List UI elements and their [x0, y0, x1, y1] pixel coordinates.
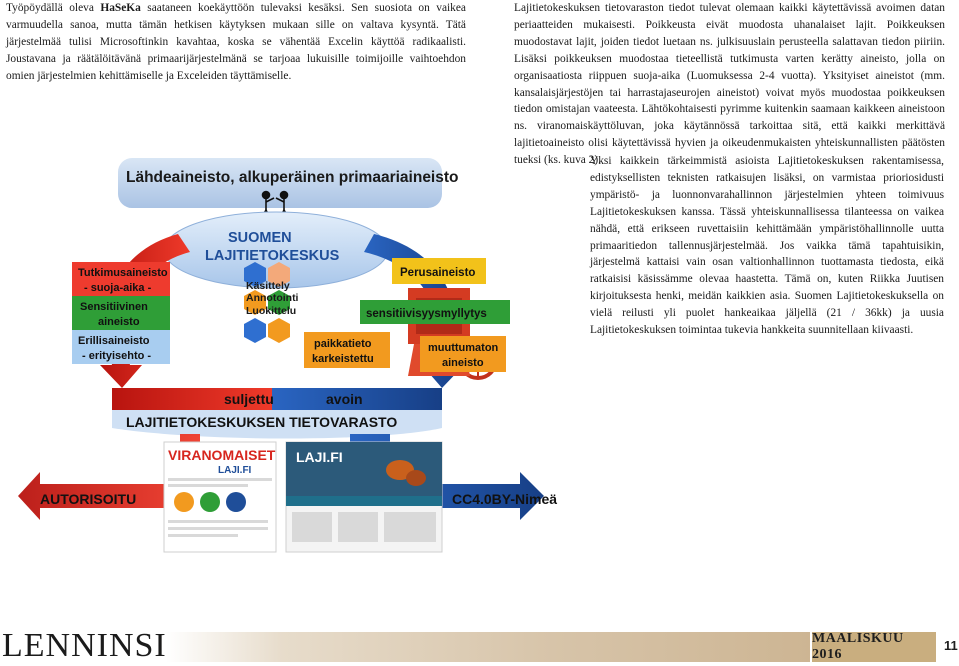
right-column-paragraph-bottom: Yksi kaikkein tärkeimmistä asioista Laji…: [590, 155, 944, 337]
bold-product-name: HaSeKa: [100, 2, 141, 14]
right-column-paragraph-top: Lajitietokeskuksen tietovaraston tiedot …: [514, 2, 945, 167]
autorisoitu-label: AUTORISOITU: [40, 491, 136, 507]
mylly-box: [360, 300, 510, 324]
hex-label-luokittelu: Luokittelu: [246, 305, 296, 317]
perusaineisto-box: [392, 258, 486, 284]
perusaineisto-label: Perusaineisto: [400, 267, 475, 279]
muuttumaton-box: [420, 336, 506, 372]
source-banner-label: Lähdeaineisto, alkuperäinen primaariaine…: [126, 169, 459, 186]
center-title-line1: SUOMEN: [228, 230, 292, 246]
tutkimusaineisto-box: [72, 262, 170, 296]
laji-fi-hero: [286, 442, 442, 496]
hex-label-annotointi: Annotointi: [246, 292, 299, 304]
avoin-label: avoin: [326, 391, 363, 407]
laji-fi-small-label: LAJI.FI: [218, 465, 252, 476]
varasto-label: LAJITIETOKESKUKSEN TIETOVARASTO: [126, 414, 397, 430]
autorisoitu-arrow: [18, 434, 200, 520]
text-run: saataneen koekäyttöön tulevaksi kesäksi.…: [6, 2, 466, 82]
laji-fi-big-label: LAJI.FI: [296, 449, 343, 465]
mylly-label: sensitiivisyysmyllytys: [366, 308, 487, 320]
left-column-paragraph: Työpöydällä oleva HaSeKa saataneen koekä…: [6, 0, 466, 85]
suljettu-label: suljettu: [224, 391, 274, 407]
muuttumaton-label: aineisto: [442, 357, 484, 369]
laji-fi-content-mock: [292, 512, 436, 542]
storage-band-blue: [272, 388, 442, 410]
left-box-label: Sensitiivinen: [80, 301, 148, 313]
cc-label: CC4.0BY-Nimeä: [452, 491, 557, 507]
left-box-label: - erityisehto -: [82, 350, 151, 362]
paikkatieto-box: [304, 332, 390, 368]
data-flow-diagram: Lähdeaineisto, alkuperäinen primaariaine…: [18, 158, 557, 553]
erillisaineisto-box: [72, 330, 170, 364]
left-box-label: aineisto: [98, 316, 140, 328]
hex-label-kasittely: Käsittely: [246, 280, 290, 292]
source-banner: [118, 158, 442, 208]
left-box-label: Tutkimusaineisto: [78, 267, 168, 279]
footer-band: [166, 632, 810, 662]
butterfly-icon: [386, 460, 426, 486]
left-box-label: - suoja-aika -: [84, 282, 152, 294]
muuttumaton-label: muuttumaton: [428, 342, 499, 354]
sensitiivinen-box: [72, 296, 170, 330]
viranomaiset-label: VIRANOMAISET: [168, 447, 276, 463]
issue-label: MAALISKUU 2016: [812, 631, 936, 662]
left-box-label: Erillisaineisto: [78, 335, 150, 347]
viranomaiset-content-mock: [168, 478, 272, 537]
laji-fi-banner: [286, 496, 442, 506]
center-title-line2: LAJITIETOKESKUS: [205, 248, 340, 264]
paikkatieto-label: karkeistettu: [312, 353, 374, 365]
processing-hexagons: [244, 262, 290, 343]
page-footer: LENNINSIIPI MAALISKUU 2016 11: [0, 605, 959, 666]
page-number: 11: [944, 638, 958, 653]
storage-band-red: [112, 388, 272, 410]
text-run: Työpöydällä oleva: [6, 2, 101, 14]
paikkatieto-label: paikkatieto: [314, 338, 372, 350]
